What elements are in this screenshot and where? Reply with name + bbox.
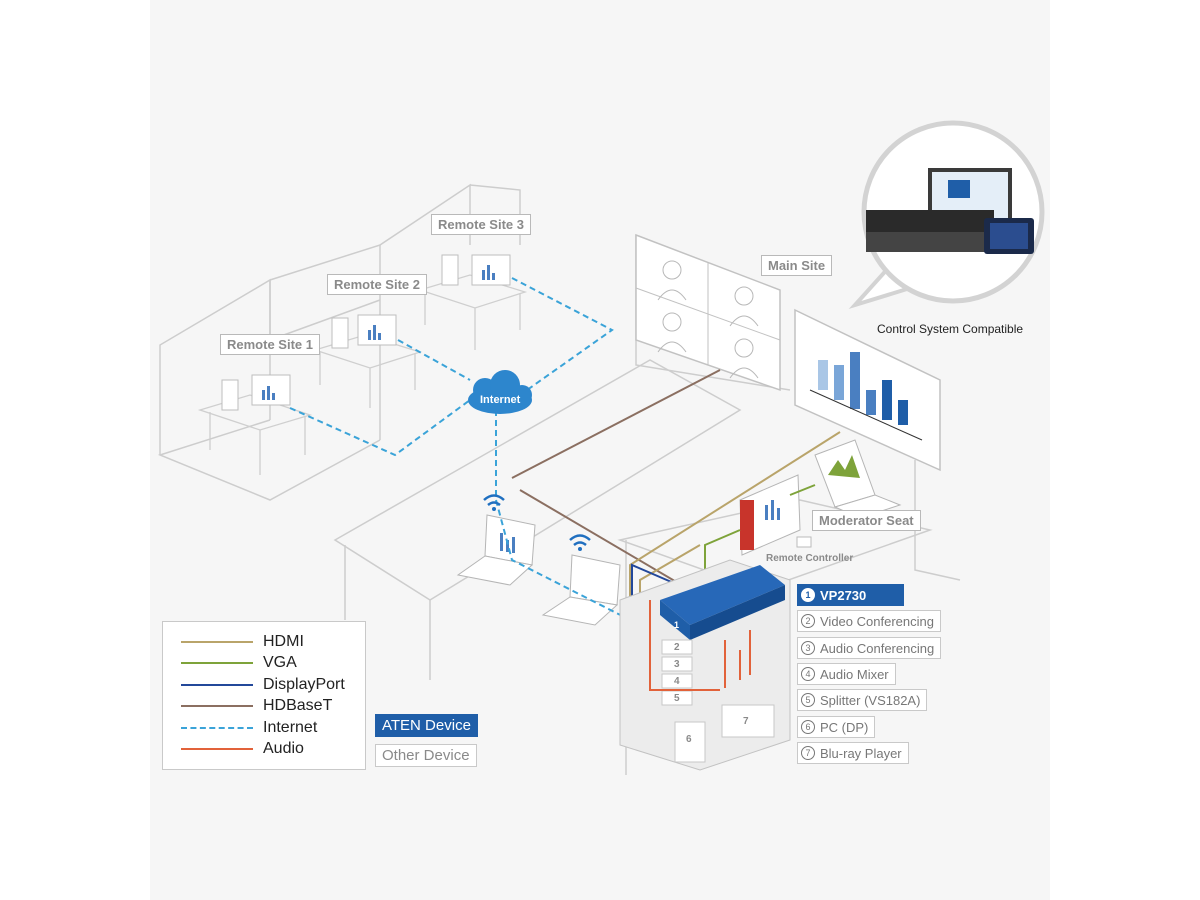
rack-number-4: 4 (674, 676, 680, 687)
remote-controller-label: Remote Controller (766, 553, 854, 564)
legend-label: Internet (263, 719, 318, 736)
component-number: 2 (801, 614, 815, 628)
component-number: 4 (801, 667, 815, 681)
equipment-rack (619, 559, 791, 771)
legend-swatch (181, 684, 253, 686)
legend-label: VGA (263, 654, 297, 671)
legend-label: HDBaseT (263, 697, 333, 714)
legend-swatch (181, 727, 253, 729)
control-bubble (848, 120, 1045, 310)
laptops (456, 439, 902, 626)
legend-item-hdmi: HDMI (181, 632, 304, 652)
legend-label: HDMI (263, 633, 304, 650)
rack-number-3: 3 (674, 659, 680, 670)
main-site-label: Main Site (761, 255, 833, 276)
remote-monitors (221, 254, 511, 411)
remote-site-1-label: Remote Site 1 (220, 334, 320, 355)
wifi-dots (492, 507, 582, 551)
other-device-key: Other Device (375, 744, 477, 767)
component-5: 5 Splitter (VS182A) (797, 689, 928, 711)
legend-item-vga: VGA (181, 653, 297, 673)
remote-site-3-label: Remote Site 3 (431, 214, 531, 235)
legend-swatch (181, 748, 253, 750)
video-wall (635, 233, 781, 392)
wifi-icon (483, 494, 591, 547)
component-label: Blu-ray Player (820, 745, 902, 761)
legend-swatch (181, 662, 253, 664)
vga-lines (704, 484, 816, 575)
aten-device-key: ATEN Device (375, 714, 478, 737)
component-label: Audio Conferencing (820, 640, 935, 656)
component-number: 5 (801, 693, 815, 707)
internet-cloud-icon (468, 370, 532, 414)
legend-swatch (181, 705, 253, 707)
legend-item-displayport: DisplayPort (181, 675, 345, 695)
component-number: 7 (801, 746, 815, 760)
component-label: PC (DP) (820, 719, 869, 735)
component-number: 1 (801, 588, 815, 602)
internet-lines (289, 277, 641, 626)
component-3: 3 Audio Conferencing (797, 637, 942, 659)
component-7: 7 Blu-ray Player (797, 742, 909, 764)
component-label: Audio Mixer (820, 666, 889, 682)
moderator-seat-label: Moderator Seat (812, 510, 921, 531)
component-6: 6 PC (DP) (797, 716, 876, 738)
legend-swatch (181, 641, 253, 643)
hdbaset-lines (511, 369, 721, 591)
internet-cloud-label: Internet (480, 394, 521, 406)
legend-label: Audio (263, 740, 304, 757)
audio-lines (649, 600, 751, 691)
cable-legend: HDMI VGA DisplayPort HDBaseT Internet Au… (162, 621, 366, 770)
legend-item-hdbaset: HDBaseT (181, 696, 332, 716)
component-1: 1 VP2730 (797, 584, 904, 606)
rack-number-6: 6 (686, 734, 692, 745)
rack-number-7: 7 (743, 716, 749, 727)
rack-number-5: 5 (674, 693, 680, 704)
remote-desks (197, 274, 528, 475)
component-label: Splitter (VS182A) (820, 692, 921, 708)
component-label: Video Conferencing (820, 613, 934, 629)
remote-controller-icon (796, 536, 812, 548)
component-number: 6 (801, 720, 815, 734)
remote-site-2-label: Remote Site 2 (327, 274, 427, 295)
component-label: VP2730 (820, 587, 867, 603)
component-number: 3 (801, 641, 815, 655)
control-system-caption: Control System Compatible (877, 322, 1024, 336)
rack-number-2: 2 (674, 642, 680, 653)
projection-screen (794, 308, 941, 472)
legend-item-audio: Audio (181, 739, 304, 759)
legend-label: DisplayPort (263, 676, 345, 693)
legend-item-internet: Internet (181, 718, 317, 738)
remote-monitor (739, 474, 801, 556)
component-2: 2 Video Conferencing (797, 610, 941, 632)
rack-number-1: 1 (674, 620, 680, 630)
component-4: 4 Audio Mixer (797, 663, 896, 685)
